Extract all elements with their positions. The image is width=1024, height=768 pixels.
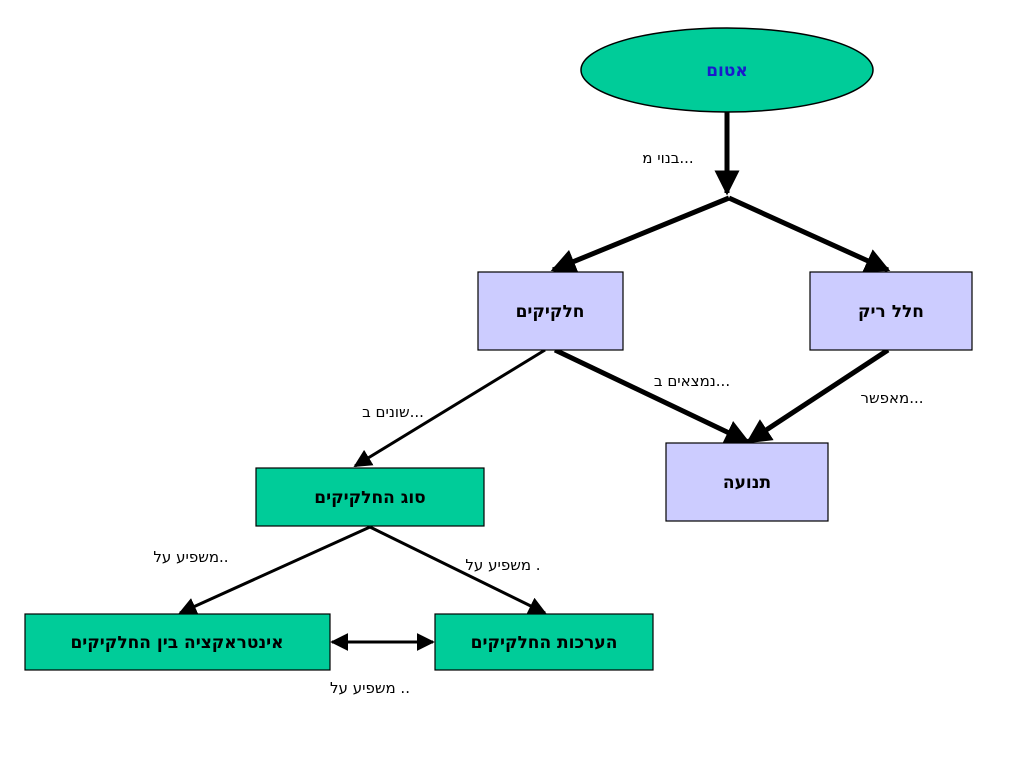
arrow-fork-to-particles — [550, 195, 730, 274]
label-affects-mutual: משפיע על .. — [330, 679, 410, 697]
empty-space-label: חלל ריק — [858, 302, 924, 322]
arrow-type-to-interaction — [178, 525, 371, 615]
motion-label: תנועה — [723, 473, 771, 493]
arrow-particles-to-motion — [553, 347, 751, 445]
atom-label: אטום — [706, 61, 748, 81]
particle-type-label: סוג החלקיקים — [314, 488, 425, 508]
arrow-fork-to-empty-space — [727, 195, 891, 273]
arrangement-box — [434, 613, 654, 671]
arrangement-label: הערכות החלקיקים — [471, 633, 618, 653]
connectors — [178, 112, 891, 651]
label-enables: מאפשר... — [861, 389, 924, 407]
label-affects-left: משפיע על.. — [153, 548, 228, 566]
node-particle-type: סוג החלקיקים — [255, 467, 485, 527]
particles-box — [477, 271, 624, 351]
node-arrangement: הערכות החלקיקים — [434, 613, 654, 671]
node-atom: אטום — [580, 27, 874, 113]
particles-label: חלקיקים — [516, 302, 585, 322]
atom-ellipse — [580, 27, 874, 113]
label-affects-right: משפיע על . — [465, 556, 540, 574]
interaction-box — [24, 613, 331, 671]
node-interaction: אינטראקציה בין החלקיקים — [24, 613, 331, 671]
arrow-empty-space-to-motion — [745, 347, 890, 445]
edge-labels: בנוי מ... נמצאים ב... מאפשר... שונים ב..… — [153, 149, 923, 697]
interaction-label: אינטראקציה בין החלקיקים — [70, 633, 283, 653]
label-differ-in: שונים ב... — [362, 403, 424, 421]
particle-type-box — [255, 467, 485, 527]
arrow-type-to-arrangement — [369, 525, 547, 615]
node-empty-space: חלל ריק — [809, 271, 973, 351]
label-made-of: בנוי מ... — [642, 149, 693, 167]
arrow-particles-to-type — [353, 348, 546, 468]
motion-box — [665, 442, 829, 522]
node-motion: תנועה — [665, 442, 829, 522]
node-particles: חלקיקים — [477, 271, 624, 351]
empty-space-box — [809, 271, 973, 351]
label-located-in: נמצאים ב... — [654, 372, 730, 390]
